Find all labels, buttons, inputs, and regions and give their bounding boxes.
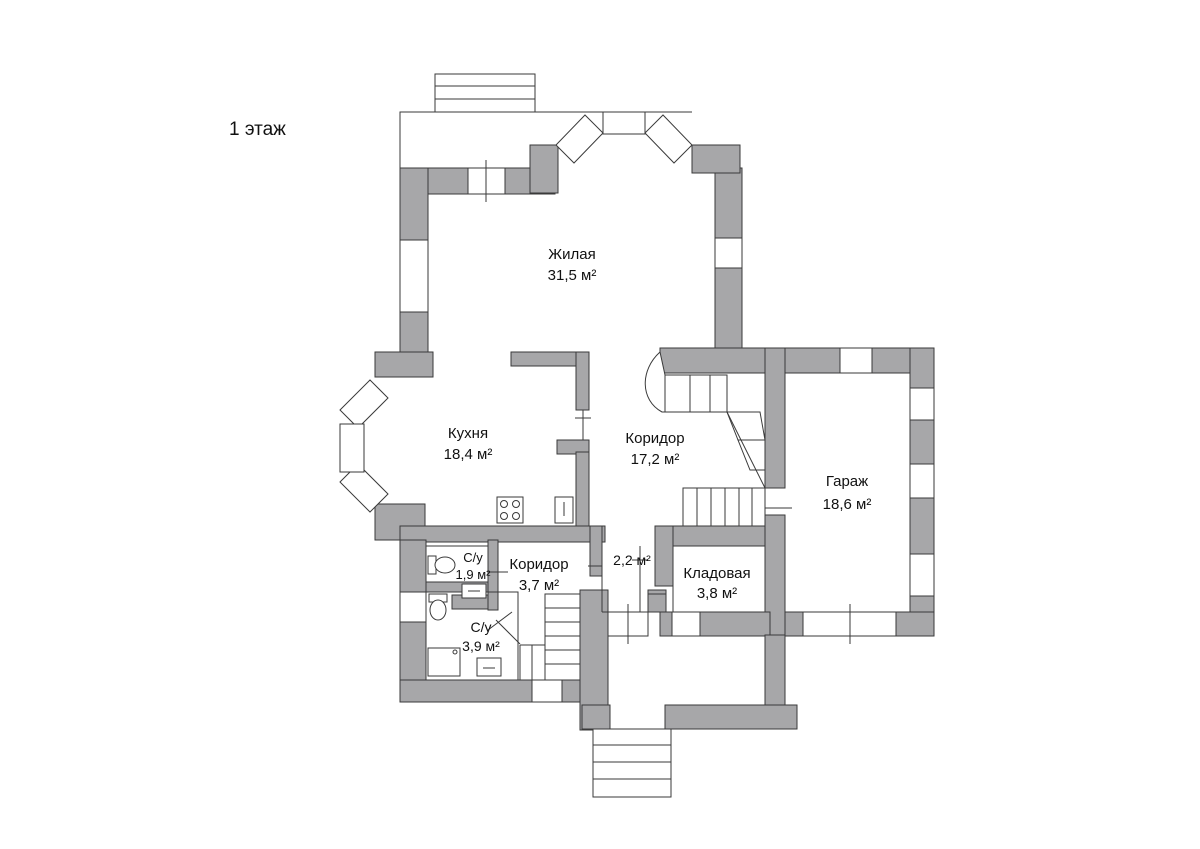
room-area: 18,4 м²	[444, 446, 493, 463]
wall-kitchen-south	[399, 525, 606, 543]
room-garage: Гараж 18,6 м²	[823, 473, 872, 513]
wall-south-mid	[699, 611, 771, 637]
room-kitchen: Кухня 18,4 м²	[444, 425, 493, 463]
wall-porch-right	[764, 634, 786, 711]
stove-icon	[496, 496, 524, 524]
washbasin-small-icon	[461, 583, 487, 599]
stairs-main	[644, 351, 766, 527]
window-garage-top	[839, 347, 873, 374]
room-living: Жилая 31,5 м²	[548, 246, 597, 284]
toilet-small-icon	[427, 555, 456, 575]
room-name: Кухня	[448, 425, 488, 442]
wall-living-right	[714, 167, 743, 239]
room-area: 2,2 м²	[613, 552, 651, 568]
room-area: 3,9 м²	[462, 638, 500, 654]
bay-window-kitchen-upper	[339, 379, 389, 429]
wall-garage-bottom	[784, 611, 804, 637]
room-name: С/у	[463, 550, 483, 565]
wall-partition-stub	[575, 451, 590, 527]
bay-window-top-mid	[602, 111, 646, 135]
washbasin-large-icon	[476, 657, 502, 677]
wall-porch-bottom	[664, 704, 798, 730]
wall-garage-left	[764, 347, 786, 489]
room-corridor-main: Коридор 17,2 м²	[625, 430, 684, 468]
window-living-right	[714, 237, 743, 269]
wall-partition-vertical	[575, 351, 590, 411]
interior-lines	[425, 410, 792, 681]
windows	[399, 160, 935, 703]
wall-bay-step-1	[529, 144, 559, 194]
wall-bathroom-left	[399, 539, 427, 593]
chimney-steps	[434, 73, 536, 113]
room-area: 1,9 м²	[456, 567, 492, 582]
window-south-1	[531, 679, 563, 703]
wall-south-bottom	[399, 679, 533, 703]
bay-window-top-left	[555, 114, 604, 164]
bay-window-kitchen-mid	[339, 423, 365, 473]
wall-storage-left	[654, 525, 674, 587]
wall-kitchen-top	[374, 351, 434, 378]
balcony	[399, 73, 692, 168]
wall-garage-right-mid2	[909, 497, 935, 555]
room-area: 17,2 м²	[631, 451, 680, 468]
floor-title: 1 этаж	[229, 119, 286, 140]
wall-garage-top	[659, 347, 841, 374]
window-living-left	[399, 239, 429, 313]
storage-room-outline	[672, 545, 766, 613]
room-name: Коридор	[509, 556, 568, 573]
room-area: 31,5 м²	[548, 267, 597, 284]
wall-living-right-lower	[714, 267, 743, 353]
wall-bay-step-2	[691, 144, 741, 174]
room-name: Гараж	[826, 473, 868, 490]
room-area: 3,7 м²	[519, 577, 559, 594]
window-garage-right-1	[909, 387, 935, 421]
room-name: Жилая	[548, 246, 595, 263]
shower-icon	[427, 647, 461, 677]
wall-partition-lower	[556, 439, 590, 455]
room-bathroom-small: С/у 1,9 м²	[456, 550, 492, 582]
wall-closet-left	[647, 589, 667, 613]
bay-window-top-right	[644, 114, 693, 164]
wall-corridor-right	[589, 525, 603, 577]
window-south-2	[671, 611, 701, 637]
room-name: Кладовая	[683, 565, 750, 582]
wall-garage-bottom-right	[895, 611, 935, 637]
room-corridor-small: Коридор 3,7 м²	[509, 556, 568, 594]
window-garage-right-3	[909, 553, 935, 597]
wall-garage-right	[909, 347, 935, 389]
room-bathroom-large: С/у 3,9 м²	[462, 619, 500, 654]
wall-garage-right-mid	[909, 419, 935, 465]
room-name: Коридор	[625, 430, 684, 447]
toilet-large-icon	[428, 593, 448, 621]
walls	[374, 144, 935, 731]
wall-living-left	[399, 167, 429, 241]
wall-porch-left	[581, 704, 611, 730]
room-area: 3,8 м²	[697, 585, 737, 602]
porch-steps	[592, 728, 672, 798]
wc-small-outline	[425, 545, 489, 583]
window-bathroom-left	[399, 591, 427, 623]
sink-icon	[554, 496, 574, 524]
stairs-lower	[519, 593, 581, 681]
room-vestibule: 2,2 м²	[613, 552, 651, 568]
wall-south-long	[659, 611, 673, 637]
fixtures	[427, 496, 574, 677]
room-name: С/у	[471, 619, 492, 635]
bay-windows	[339, 111, 693, 513]
room-area: 18,6 м²	[823, 496, 872, 513]
room-storage: Кладовая 3,8 м²	[683, 565, 750, 602]
window-garage-right-2	[909, 463, 935, 499]
